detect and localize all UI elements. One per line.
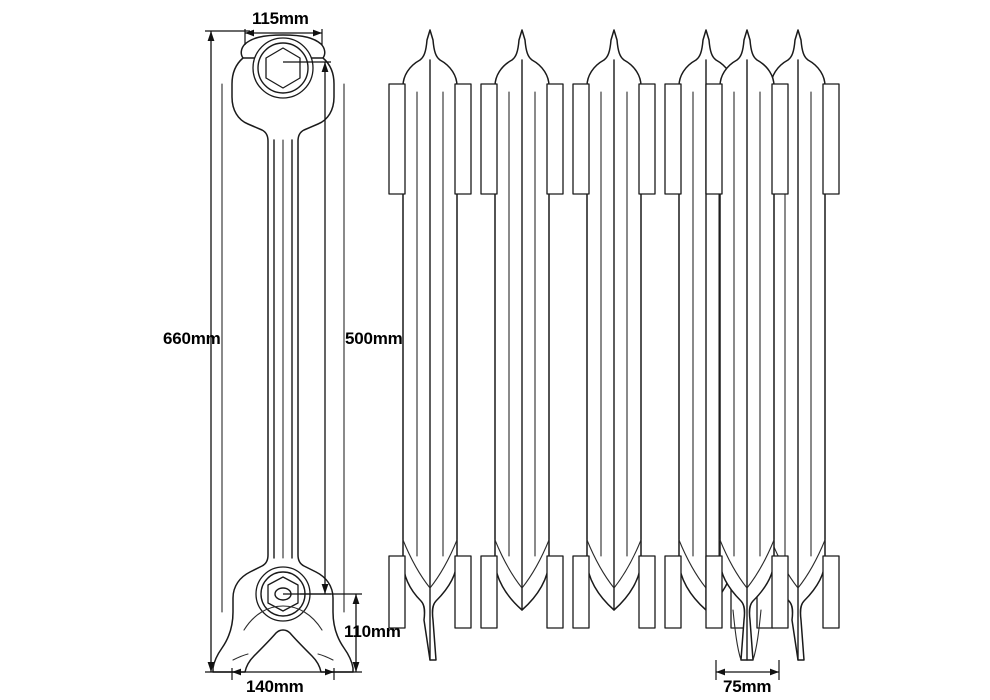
side-foot-right-line bbox=[317, 653, 334, 661]
end-top-wing-left bbox=[705, 83, 723, 195]
end-foot-taper-left bbox=[732, 609, 742, 661]
side-foot-arch-line bbox=[243, 605, 323, 631]
front-column-top-wing-left bbox=[388, 83, 406, 195]
dim-label-500: 500mm bbox=[345, 329, 403, 348]
end-bot-wing-left bbox=[705, 555, 723, 629]
dim-arrow-110-bottom bbox=[352, 662, 360, 672]
dim-arrow-660-bottom bbox=[207, 662, 215, 672]
dim-arrow-500-bottom bbox=[321, 584, 329, 594]
dim-arrow-140-right bbox=[325, 668, 334, 676]
end-foot-taper-right bbox=[752, 609, 762, 661]
dim-arrow-75-right bbox=[770, 668, 779, 676]
side-foot-left-line bbox=[232, 653, 249, 661]
front-column bbox=[480, 29, 564, 629]
side-section-view bbox=[212, 34, 354, 673]
end-elevation-view bbox=[705, 29, 789, 661]
dim-label-75: 75mm bbox=[723, 677, 771, 696]
dimension-annotations: 115mm 660mm 500mm 110mm 140mm bbox=[163, 9, 780, 696]
dim-label-110: 110mm bbox=[344, 622, 401, 641]
side-top-boss-inner-circle bbox=[257, 42, 309, 94]
front-column-bot-wing-left bbox=[664, 555, 682, 629]
front-column-top-wing-left bbox=[572, 83, 590, 195]
front-column-bottom-arch bbox=[586, 539, 642, 589]
front-column-bot-wing-left bbox=[572, 555, 590, 629]
front-column-top-wing-right bbox=[454, 83, 472, 195]
dim-arrow-115-left bbox=[245, 29, 254, 37]
dim-label-115: 115mm bbox=[252, 9, 309, 28]
dim-arrow-110-top bbox=[352, 594, 360, 604]
side-top-hex-nut bbox=[265, 47, 301, 89]
front-column-bottom-arch bbox=[494, 539, 550, 589]
dim-arrow-140-left bbox=[232, 668, 241, 676]
front-column-bot-wing-right bbox=[638, 555, 656, 629]
front-column-top-wing-left bbox=[480, 83, 498, 195]
dim-label-140: 140mm bbox=[246, 677, 304, 696]
dim-arrow-75-left bbox=[716, 668, 725, 676]
front-column-bot-wing-right bbox=[454, 555, 472, 629]
end-top-wing-right bbox=[771, 83, 789, 195]
front-column-bot-wing-left bbox=[480, 555, 498, 629]
front-column-bot-wing-right bbox=[546, 555, 564, 629]
front-column bbox=[572, 29, 656, 629]
dim-arrow-500-top bbox=[321, 62, 329, 72]
front-column-bottom-arch bbox=[402, 539, 458, 589]
front-column-top-wing-left bbox=[664, 83, 682, 195]
front-column-bot-wing-left bbox=[388, 555, 406, 629]
front-column-top-wing-right bbox=[822, 83, 840, 195]
end-bottom-arch bbox=[719, 539, 775, 589]
dim-arrow-660-top bbox=[207, 31, 215, 41]
front-column-top-wing-right bbox=[546, 83, 564, 195]
end-bot-wing-right bbox=[771, 555, 789, 629]
dim-label-660: 660mm bbox=[163, 329, 221, 348]
dim-arrow-115-right bbox=[313, 29, 322, 37]
front-column-top-wing-right bbox=[638, 83, 656, 195]
front-column bbox=[388, 29, 472, 661]
front-column-bot-wing-right bbox=[822, 555, 840, 629]
